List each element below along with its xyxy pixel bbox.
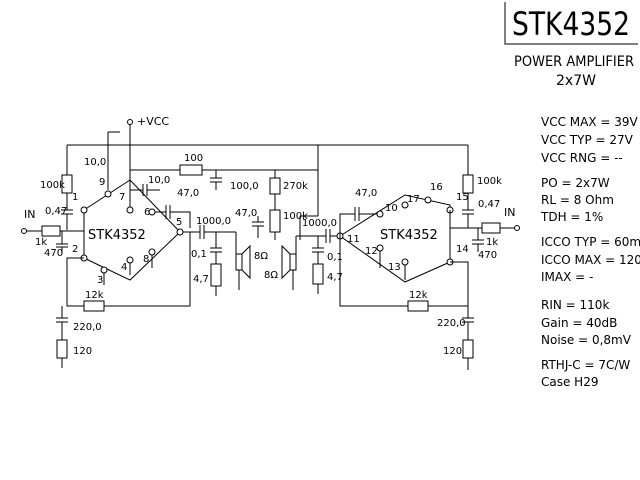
pin-6: 6 xyxy=(144,207,150,218)
cap-220-right: 220,0 xyxy=(437,318,466,329)
cap-01-right: 0,1 xyxy=(327,252,343,263)
spec-vcc-typ: VCC TYP = 27V xyxy=(541,133,634,147)
spec-tdh: TDH = 1% xyxy=(540,210,603,224)
pin-12: 12 xyxy=(365,246,378,257)
spec-icco-max: ICCO MAX = 120mA xyxy=(541,253,640,267)
title-block: STK4352 POWER AMPLIFIER 2x7W xyxy=(504,2,638,89)
pin-1: 1 xyxy=(72,192,78,203)
res-47-right: 4,7 xyxy=(327,272,343,283)
res-1k-left: 1k xyxy=(35,237,47,248)
part-number: STK4352 xyxy=(512,5,630,43)
cap-047-left: 0,47 xyxy=(45,206,67,217)
supply-label: +VCC xyxy=(137,115,169,128)
pin-17: 17 xyxy=(407,194,420,205)
res-270k: 270k xyxy=(283,181,308,192)
cap-1000-left: 1000,0 xyxy=(196,216,231,227)
spec-rl: RL = 8 Ohm xyxy=(541,193,614,207)
pin-9: 9 xyxy=(99,177,105,188)
pin-14: 14 xyxy=(456,244,469,255)
spec-noise: Noise = 0,8mV xyxy=(541,333,632,347)
pin-8: 8 xyxy=(143,254,149,265)
res-100k-right: 100k xyxy=(477,176,502,187)
input-left-label: IN xyxy=(24,208,35,221)
left-channel: STK4352 IN 1k 470 100k 0,47 1 2 9 7 10,0 xyxy=(21,145,308,368)
spec-vcc-rng: VCC RNG = -- xyxy=(541,151,623,165)
cap-220-left: 220,0 xyxy=(73,322,102,333)
spec-rin: RIN = 110k xyxy=(541,298,609,312)
amplifier-description: POWER AMPLIFIER xyxy=(514,54,634,70)
res-100k-left: 100k xyxy=(40,180,65,191)
chip-right-label: STK4352 xyxy=(380,228,438,243)
res-100k-center: 100k xyxy=(283,211,308,222)
pin-13: 13 xyxy=(388,262,401,273)
res-120-left: 120 xyxy=(73,346,92,357)
pin-5: 5 xyxy=(176,217,182,228)
res-120-right: 120 xyxy=(443,346,462,357)
cap-47-b: 47,0 xyxy=(235,208,257,219)
cap-470-right: 470 xyxy=(478,250,497,261)
res-1k-right: 1k xyxy=(486,237,498,248)
right-channel: STK4352 11 10 17 16 15 14 12 13 47,0 100… xyxy=(264,174,520,370)
cap-1000-right: 1000,0 xyxy=(302,218,337,229)
pin-4: 4 xyxy=(121,262,127,273)
spec-imax: IMAX = - xyxy=(541,270,593,284)
spec-case: Case H29 xyxy=(541,375,598,389)
spec-vcc-max: VCC MAX = 39V xyxy=(541,115,639,129)
cap-100: 100,0 xyxy=(230,181,259,192)
chip-right-body xyxy=(339,194,451,283)
spec-rthj: RTHJ-C = 7C/W xyxy=(541,358,630,372)
pin-11: 11 xyxy=(347,234,360,245)
cap-47-c: 47,0 xyxy=(355,188,377,199)
spec-icco-typ: ICCO TYP = 60mA xyxy=(541,235,640,249)
res-12k-right: 12k xyxy=(409,290,428,301)
res-12k-left: 12k xyxy=(85,290,104,301)
spec-list: VCC MAX = 39V VCC TYP = 27V VCC RNG = --… xyxy=(540,115,640,389)
speaker-right: 8Ω xyxy=(264,270,278,281)
pin-16: 16 xyxy=(430,182,443,193)
res-47-left: 4,7 xyxy=(193,274,209,285)
pin-3: 3 xyxy=(97,275,103,286)
cap-047-right: 0,47 xyxy=(478,199,500,210)
cap-10-a: 10,0 xyxy=(84,157,106,168)
spec-gain: Gain = 40dB xyxy=(541,316,617,330)
pin-7: 7 xyxy=(119,192,125,203)
cap-47-a: 47,0 xyxy=(177,188,199,199)
chip-left-label: STK4352 xyxy=(88,228,146,243)
pin-15: 15 xyxy=(456,192,469,203)
res-100: 100 xyxy=(184,153,203,164)
speaker-left: 8Ω xyxy=(254,251,268,262)
pin-10: 10 xyxy=(385,203,398,214)
spec-po: PO = 2x7W xyxy=(541,176,610,190)
input-right-label: IN xyxy=(504,206,515,219)
chip-left-body xyxy=(83,179,181,281)
cap-470-left: 470 xyxy=(44,248,63,259)
pin-2: 2 xyxy=(72,244,78,255)
supply-rails: +VCC xyxy=(67,115,469,217)
cap-10-b: 10,0 xyxy=(148,175,170,186)
output-configuration: 2x7W xyxy=(556,73,596,89)
cap-01-left: 0,1 xyxy=(191,249,207,260)
